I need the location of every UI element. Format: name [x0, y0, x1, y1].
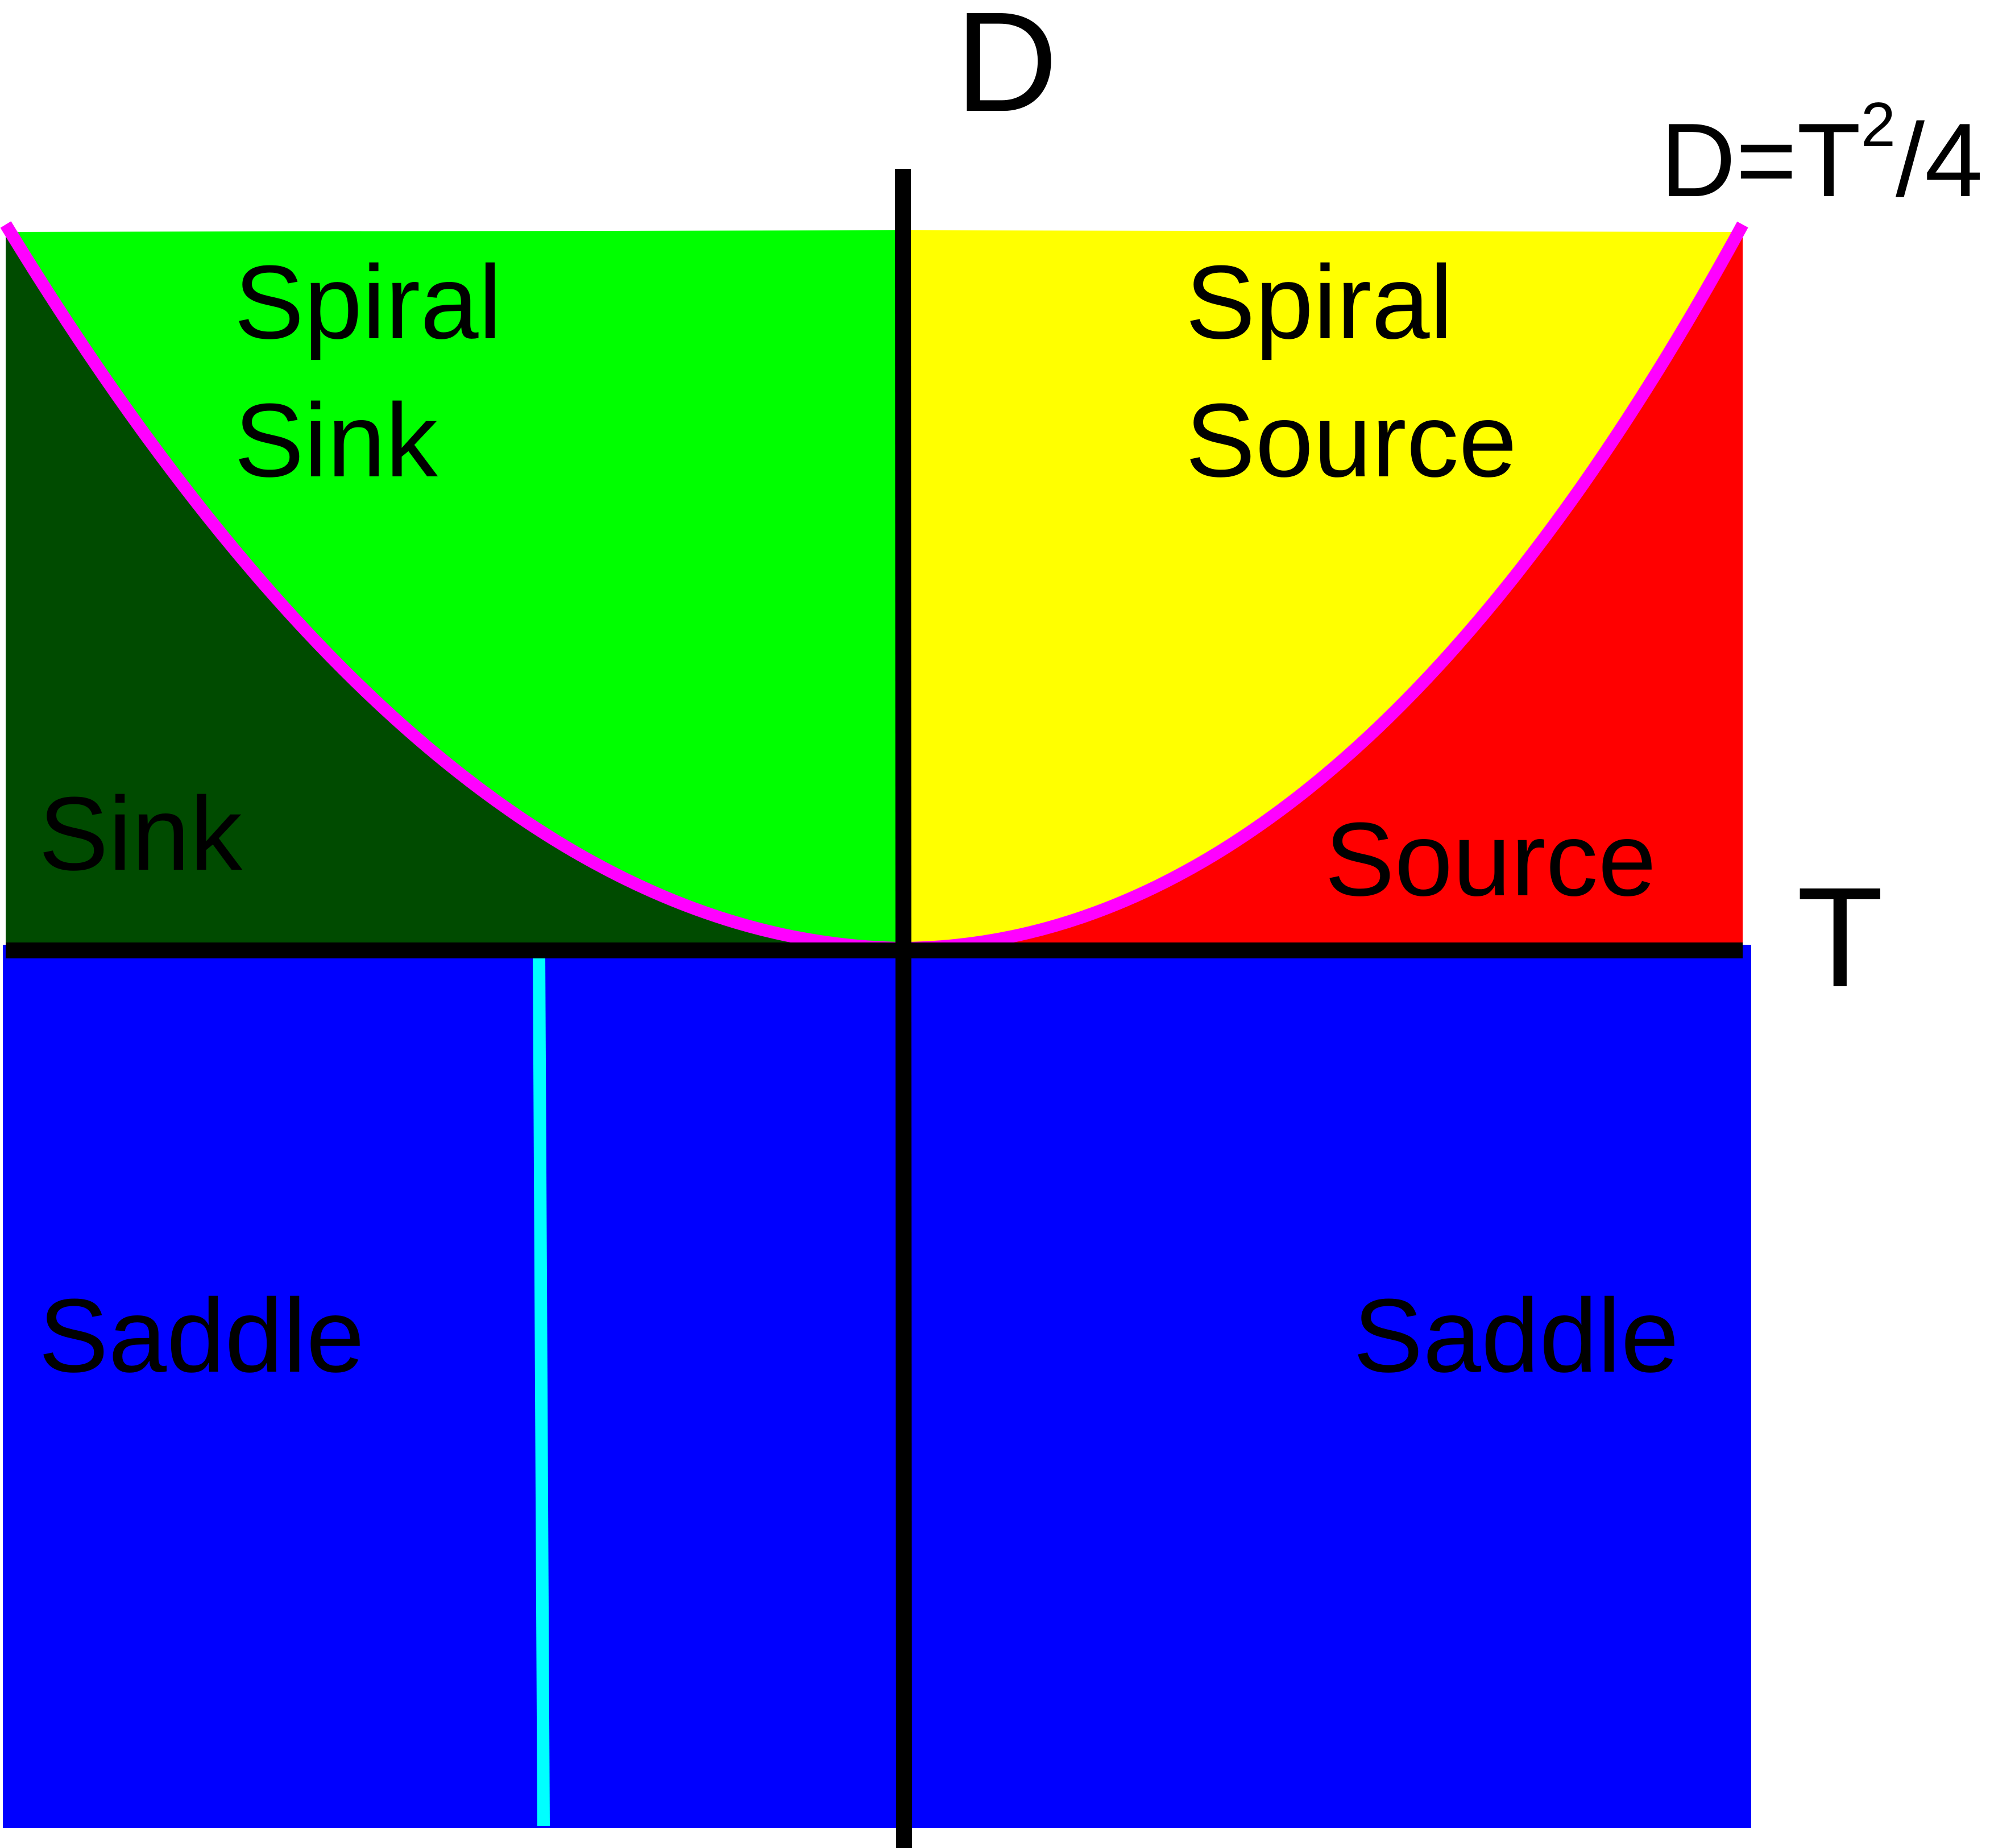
saddle-region	[3, 945, 1751, 1828]
parabola-label: D=T2/4	[1660, 90, 1983, 218]
saddle-right-label: Saddle	[1353, 1277, 1679, 1394]
spiral-source-label-line1: Spiral	[1185, 243, 1453, 360]
parabola-label-main: D=T	[1660, 101, 1861, 218]
d-axis-label: D	[955, 0, 1058, 141]
sink-label: Sink	[39, 775, 243, 892]
source-label: Source	[1325, 800, 1656, 917]
spiral-source-label-line2: Source	[1185, 381, 1517, 499]
sink-region	[6, 227, 904, 948]
parabola-label-exponent: 2	[1861, 90, 1896, 160]
d-axis	[895, 168, 912, 1848]
spiral-sink-region	[6, 230, 904, 948]
saddle-left-label: Saddle	[39, 1277, 364, 1394]
cyan-line	[533, 953, 550, 1826]
source-region	[904, 227, 1743, 948]
parabola-label-tail: /4	[1896, 101, 1983, 218]
spiral-sink-label-line1: Spiral	[234, 243, 501, 360]
spiral-sink-label-line2: Sink	[234, 381, 438, 499]
spiral-source-region	[904, 229, 1743, 948]
t-axis-label: T	[1797, 858, 1884, 1016]
